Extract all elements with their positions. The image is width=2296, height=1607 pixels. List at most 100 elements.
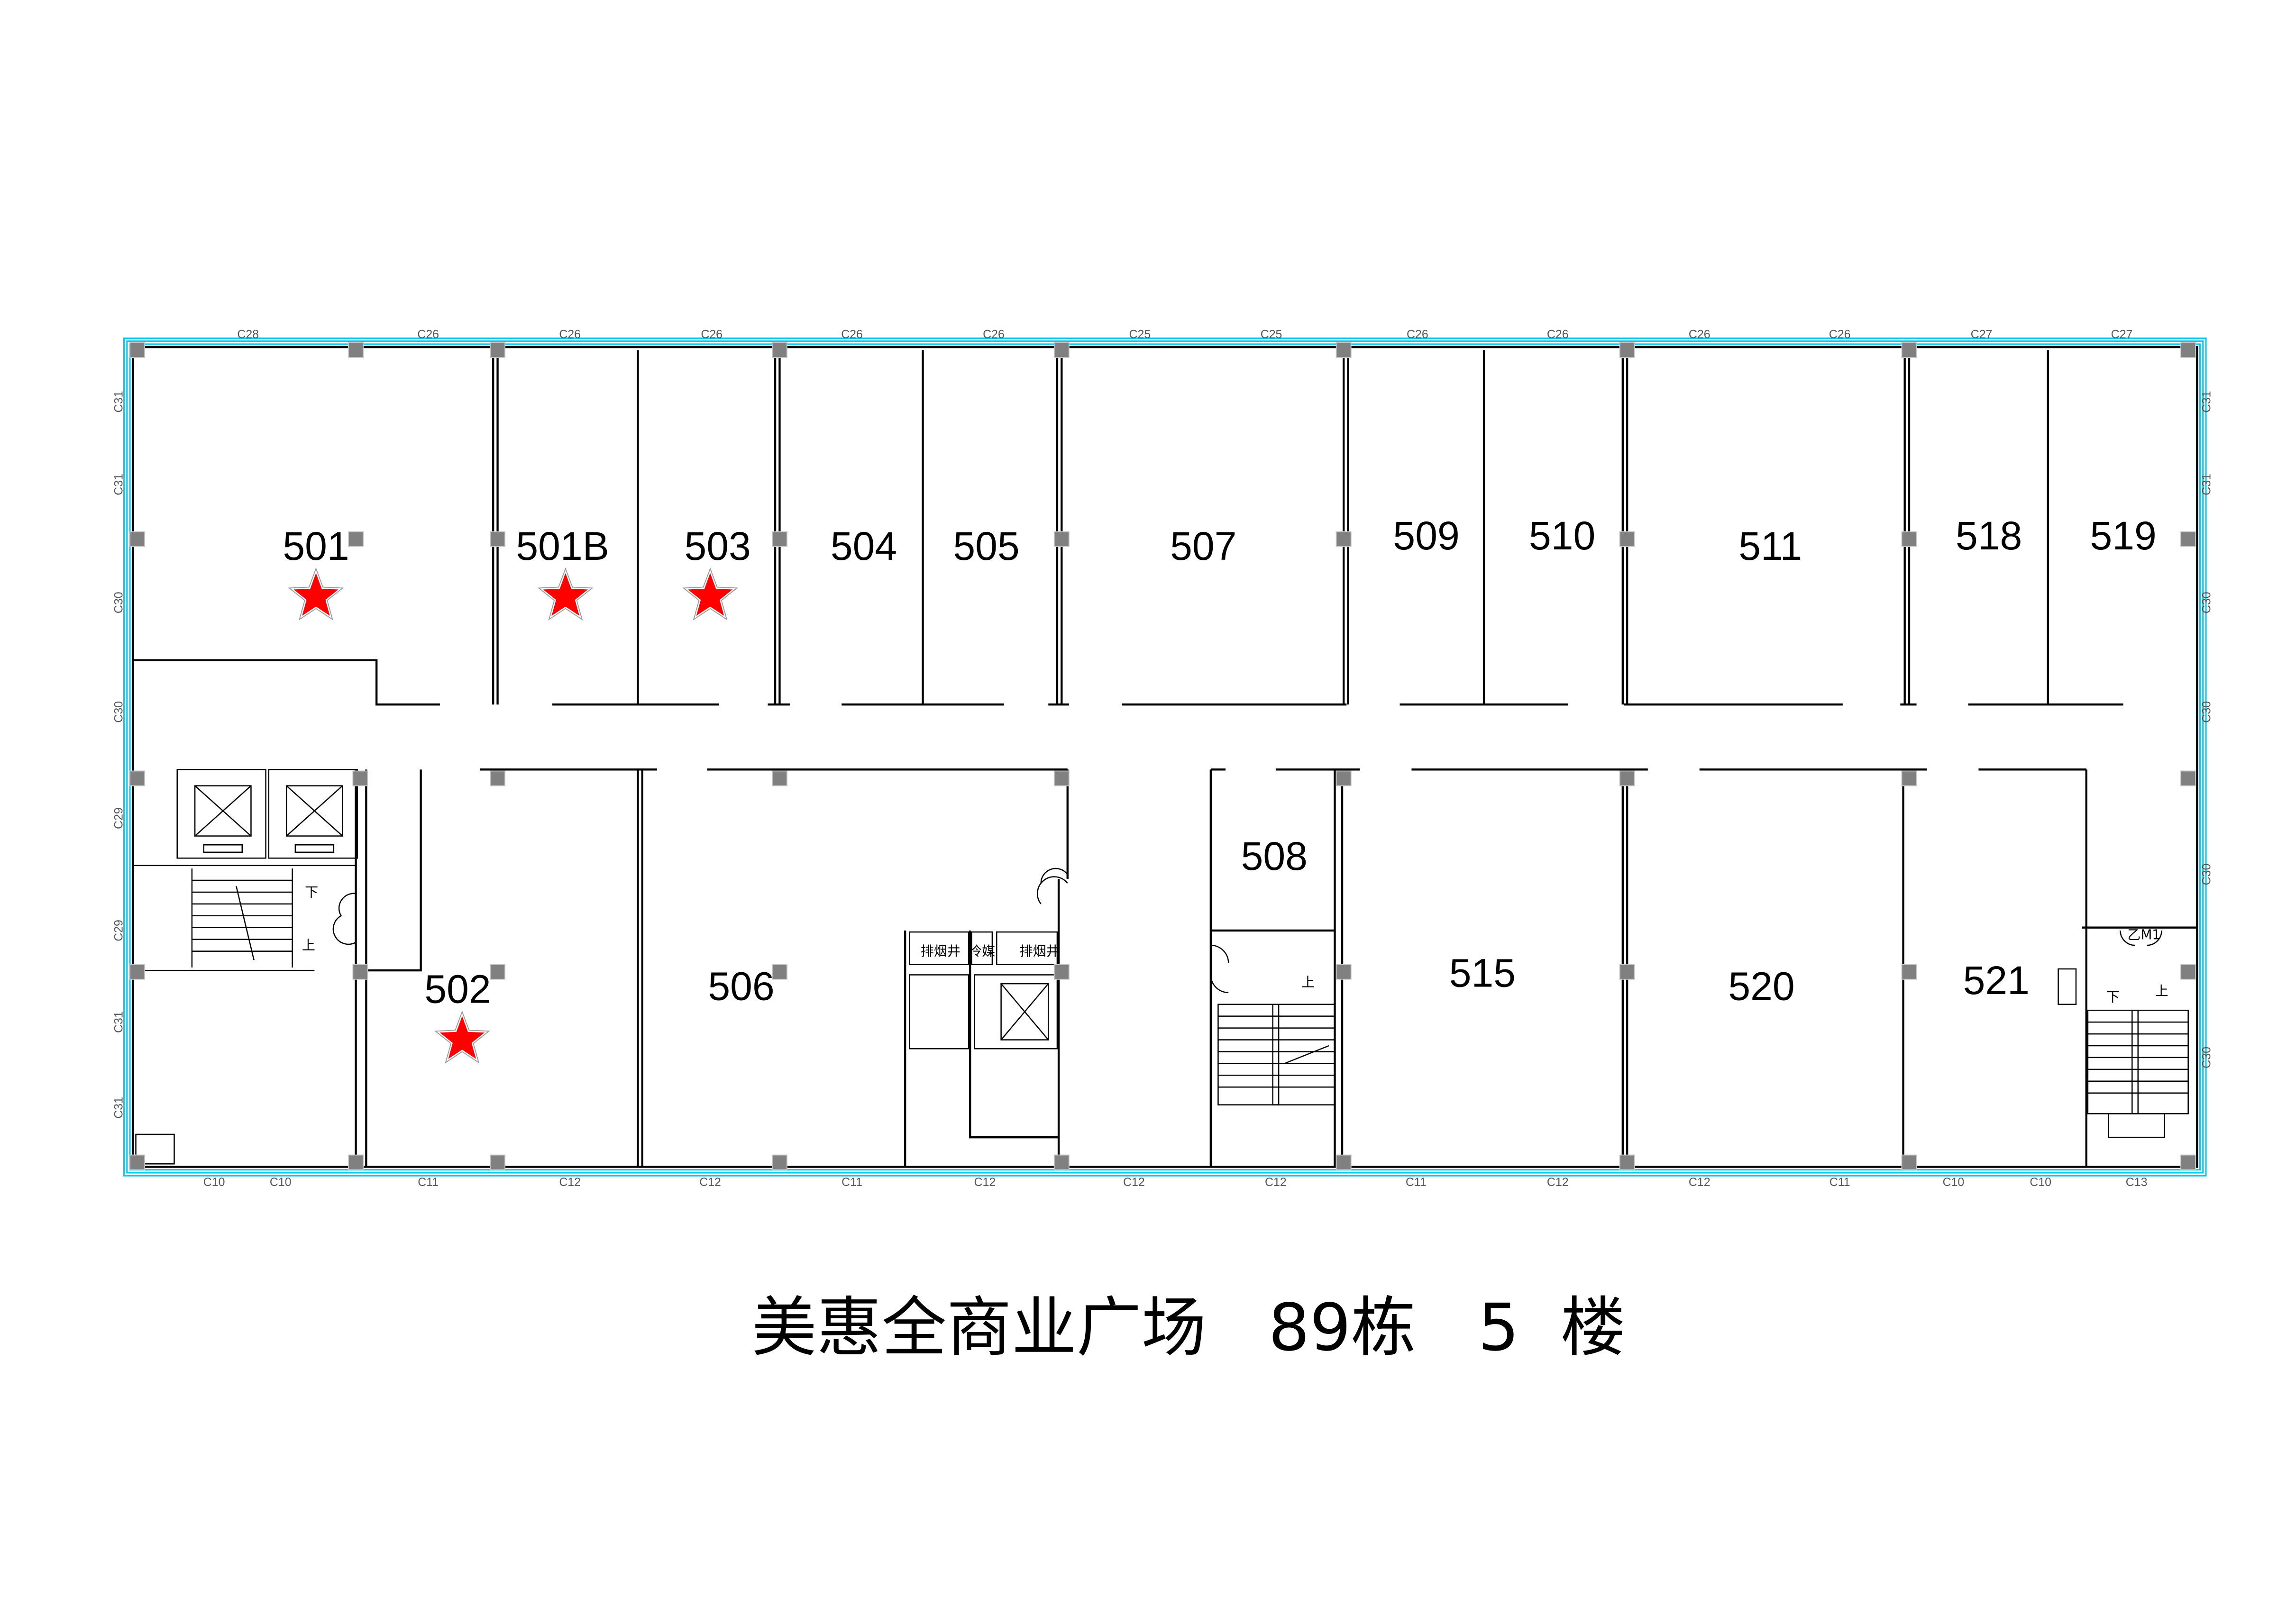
- column: [1901, 342, 1917, 358]
- room-507: 507: [1170, 524, 1236, 568]
- window-label-bottom: C13: [2126, 1176, 2148, 1189]
- room-508: 508: [1241, 834, 1308, 878]
- highlight-stars: [288, 567, 738, 1064]
- column: [129, 342, 146, 358]
- column: [1619, 342, 1635, 358]
- window-label-right: C30: [2200, 864, 2213, 886]
- window-label-top: C28: [237, 328, 259, 341]
- door-mark: 乙M1: [2127, 927, 2160, 943]
- column: [2180, 770, 2196, 786]
- column: [490, 964, 506, 980]
- column: [1619, 964, 1635, 980]
- room-518: 518: [1956, 513, 2022, 558]
- window-label-bottom: C12: [1123, 1176, 1145, 1189]
- highlight-star-501: [293, 573, 338, 616]
- room-510: 510: [1529, 513, 1595, 558]
- window-label-top: C26: [417, 328, 439, 341]
- highlight-star-503: [687, 573, 733, 616]
- window-label-right: C30: [2200, 592, 2213, 613]
- column: [771, 531, 787, 547]
- column: [352, 770, 368, 786]
- column: [490, 770, 506, 786]
- window-label-right: C30: [2200, 701, 2213, 723]
- left-core: [133, 769, 358, 1165]
- column: [129, 964, 146, 980]
- column: [1053, 964, 1070, 980]
- room-502: 502: [424, 967, 491, 1012]
- room-501b: 501B: [516, 524, 609, 568]
- window-label-left: C31: [112, 1011, 126, 1033]
- window-label-bottom: C10: [2030, 1176, 2051, 1189]
- room-511: 511: [1738, 524, 1802, 568]
- window-label-top: C26: [1547, 328, 1569, 341]
- window-label-bottom: C12: [1547, 1176, 1569, 1189]
- room-501: 501: [283, 524, 349, 568]
- column: [129, 531, 146, 547]
- window-label-top: C26: [983, 328, 1005, 341]
- room-515: 515: [1449, 950, 1516, 995]
- window-label-bottom: C12: [699, 1176, 721, 1189]
- column: [771, 964, 787, 980]
- window-label-bottom: C12: [1689, 1176, 1711, 1189]
- column: [1053, 342, 1070, 358]
- middle-stair-up: 上: [1301, 974, 1315, 990]
- window-label-left: C30: [112, 592, 126, 613]
- right-stair-down: 下: [2106, 989, 2120, 1005]
- window-label-top: C26: [559, 328, 581, 341]
- column: [771, 342, 787, 358]
- column: [771, 770, 787, 786]
- column: [1901, 531, 1917, 547]
- window-label-top: C27: [2111, 328, 2133, 341]
- window-label-bottom: C11: [418, 1176, 439, 1189]
- room-504: 504: [831, 524, 897, 568]
- column: [1901, 1154, 1917, 1170]
- room-521: 521: [1963, 958, 2030, 1003]
- column: [1619, 1154, 1635, 1170]
- right-stair-up: 上: [2155, 983, 2168, 999]
- column: [129, 1154, 146, 1170]
- column: [2180, 531, 2196, 547]
- window-label-top: C26: [701, 328, 723, 341]
- window-label-top: C27: [1971, 328, 1993, 341]
- column: [348, 1154, 364, 1170]
- refrigerant-shaft: 冷媒: [969, 943, 995, 959]
- column: [490, 531, 506, 547]
- column: [1336, 964, 1352, 980]
- window-label-bottom: C12: [1265, 1176, 1287, 1189]
- window-label-top: C26: [1689, 328, 1711, 341]
- window-label-top: C26: [841, 328, 863, 341]
- columns: [129, 342, 2196, 1170]
- window-label-bottom: C10: [270, 1176, 292, 1189]
- exterior-windows: [123, 337, 2207, 1177]
- window-label-left: C29: [112, 920, 126, 941]
- window-label-left: C31: [112, 1097, 126, 1119]
- highlight-star-501B: [543, 573, 588, 616]
- window-label-bottom: C11: [1829, 1176, 1850, 1189]
- column: [1336, 770, 1352, 786]
- room-519: 519: [2090, 513, 2156, 558]
- window-label-top: C26: [1407, 328, 1428, 341]
- window-label-top: C25: [1261, 328, 1282, 341]
- column: [129, 770, 146, 786]
- right-stair: [2058, 930, 2189, 1138]
- plan-title: 美惠全商业广场 89栋 5 楼: [752, 1290, 1626, 1366]
- window-label-bottom: C12: [974, 1176, 996, 1189]
- window-label-bottom: C10: [1943, 1176, 1965, 1189]
- column: [771, 1154, 787, 1170]
- room-506: 506: [708, 964, 774, 1008]
- smoke-shaft-right: 排烟井: [1020, 943, 1060, 959]
- stair-down-label: 下: [305, 884, 318, 900]
- column: [490, 342, 506, 358]
- partitions: [133, 350, 2197, 1167]
- column: [1901, 964, 1917, 980]
- window-label-right: C31: [2200, 391, 2213, 413]
- highlight-star-502: [439, 1016, 485, 1059]
- centre-core: [909, 867, 1068, 1050]
- room-520: 520: [1728, 964, 1794, 1008]
- room-503: 503: [684, 524, 750, 568]
- column: [2180, 342, 2196, 358]
- window-label-bottom: C11: [842, 1176, 862, 1189]
- column: [1053, 770, 1070, 786]
